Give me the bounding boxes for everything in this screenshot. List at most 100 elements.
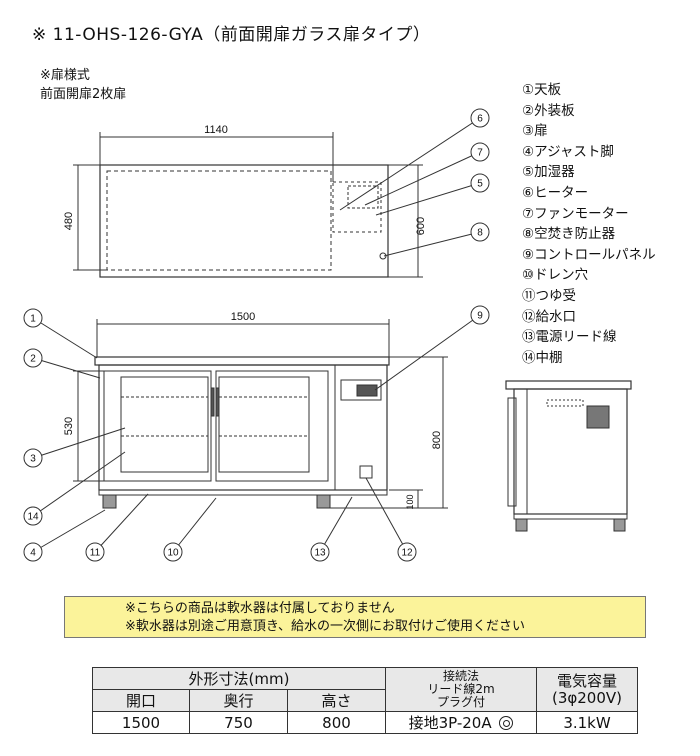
legend-item: ⑤加湿器: [522, 164, 575, 181]
top-view-equipment: [332, 181, 382, 233]
legend-item: ⑦ファンモーター: [522, 205, 629, 222]
callout-circle: [470, 173, 490, 193]
front-body: [98, 364, 388, 491]
leader-line: [365, 477, 408, 553]
header-depth: 奥行: [189, 689, 288, 712]
leader-line: [364, 151, 481, 206]
side-vent: [546, 399, 584, 407]
legend-item: ⑫給水口: [522, 308, 576, 325]
leader-line: [32, 451, 126, 517]
control-panel: [340, 379, 382, 401]
water-inlet: [359, 465, 373, 479]
header-connection: 接続法 リード線2m プラグ付: [385, 667, 537, 712]
dim-door-height: 530: [63, 417, 75, 435]
header-height: 高さ: [287, 689, 386, 712]
spec-table: 外形寸法(mm) 接続法 リード線2m プラグ付 電気容量 (3φ200V) 開…: [92, 667, 638, 734]
value-height: 800: [287, 711, 386, 734]
handle-left: [210, 387, 215, 417]
header-outer-dimensions: 外形寸法(mm): [92, 667, 386, 690]
glass-left: [120, 376, 209, 473]
header-opening: 開口: [92, 689, 190, 712]
connection-text: 接地3P-20A: [408, 714, 492, 732]
callout-number: 6: [477, 114, 483, 125]
leader-line: [94, 493, 149, 553]
control-switches: [356, 384, 378, 397]
dim-leg-height: 100: [405, 494, 415, 509]
value-depth: 750: [189, 711, 288, 734]
dim-front-width: 1500: [231, 311, 255, 323]
technical-drawing: 1140 480 600 1500: [23, 108, 632, 562]
leader-line: [374, 314, 481, 391]
legend-item: ①天板: [522, 82, 562, 98]
callout-circle: [397, 542, 417, 562]
value-opening: 1500: [92, 711, 190, 734]
callout-circle: [23, 506, 43, 526]
door-spec-heading: ※扉様式: [40, 68, 90, 83]
page-title: ※ 11-OHS-126-GYA（前面開扉ガラス扉タイプ）: [32, 25, 431, 45]
door-right: [215, 370, 329, 482]
leader-line: [32, 317, 98, 359]
legend-item: ⑨コントロールパネル: [522, 246, 656, 263]
door-left: [103, 370, 212, 482]
callout-circle: [470, 305, 490, 325]
legend-item: ⑭中棚: [522, 349, 563, 366]
legend-item: ②外装板: [522, 102, 575, 119]
parts-legend: ①天板 ②外装板 ③扉 ④アジャスト脚 ⑤加湿器 ⑥ヒーター ⑦ファンモーター …: [522, 80, 656, 368]
leader-line: [319, 496, 353, 553]
callout-number: 2: [30, 354, 36, 365]
callout-circle: [470, 222, 490, 242]
callout-circle: [85, 542, 105, 562]
leader-line: [172, 497, 217, 553]
callout-number: 12: [401, 548, 413, 559]
callout-circle: [163, 542, 183, 562]
leg-left: [102, 494, 117, 509]
notice-line: ※こちらの商品は軟水器は付属しておりません: [125, 601, 395, 616]
top-view-inner-tank: [106, 170, 332, 271]
dim-total-height: 800: [431, 431, 443, 449]
dim-total-depth: 600: [415, 217, 427, 235]
legend-item: ④アジャスト脚: [522, 143, 614, 160]
door-spec: ※扉様式 前面開扉2枚扉: [40, 66, 126, 104]
callout-circle: [23, 308, 43, 328]
side-door: [507, 397, 517, 507]
base-rail: [98, 489, 388, 496]
callout-number: 11: [90, 548, 101, 559]
dim-top-width: 1140: [204, 124, 228, 136]
legend-item: ③扉: [522, 123, 548, 140]
top-view-outline: [99, 164, 389, 278]
side-leg-rear: [613, 518, 626, 532]
plug-icon: [499, 716, 514, 730]
side-body: [513, 388, 628, 515]
callout-number: 7: [477, 148, 483, 159]
leader-line: [375, 182, 481, 216]
side-view: [505, 380, 632, 532]
notice-line: ※軟水器は別途ご用意頂き、給水の一次側にお取付けご使用ください: [125, 619, 525, 634]
leg-right: [316, 494, 331, 509]
side-top-plate: [505, 380, 632, 390]
value-connection: 接地3P-20A: [385, 711, 537, 734]
front-view: 1500 530 800 100: [63, 311, 448, 510]
leader-line: [32, 509, 106, 553]
legend-item: ⑩ドレン穴: [522, 267, 589, 284]
side-grille: [586, 405, 610, 429]
callout-circle: [470, 108, 490, 128]
glass-right: [218, 376, 310, 473]
legend-item: ⑬電源リード線: [522, 329, 617, 346]
side-leg-front: [515, 518, 528, 532]
legend-item: ⑧空焚き防止器: [522, 226, 616, 243]
callout-circle: [23, 542, 43, 562]
callout-number: 5: [477, 179, 483, 190]
callout-number: 10: [167, 548, 179, 559]
callout-number: 3: [30, 454, 36, 465]
dim-top-depth: 480: [63, 212, 75, 230]
callout-number: 14: [27, 512, 39, 523]
callout-number: 9: [477, 311, 483, 322]
callout-circle: [23, 448, 43, 468]
callout-number: 8: [477, 228, 483, 239]
callout-number: 13: [314, 548, 326, 559]
handle-right: [215, 387, 220, 417]
leader-line: [383, 231, 481, 257]
legend-item: ⑥ヒーター: [522, 184, 589, 201]
side-base: [513, 513, 628, 520]
